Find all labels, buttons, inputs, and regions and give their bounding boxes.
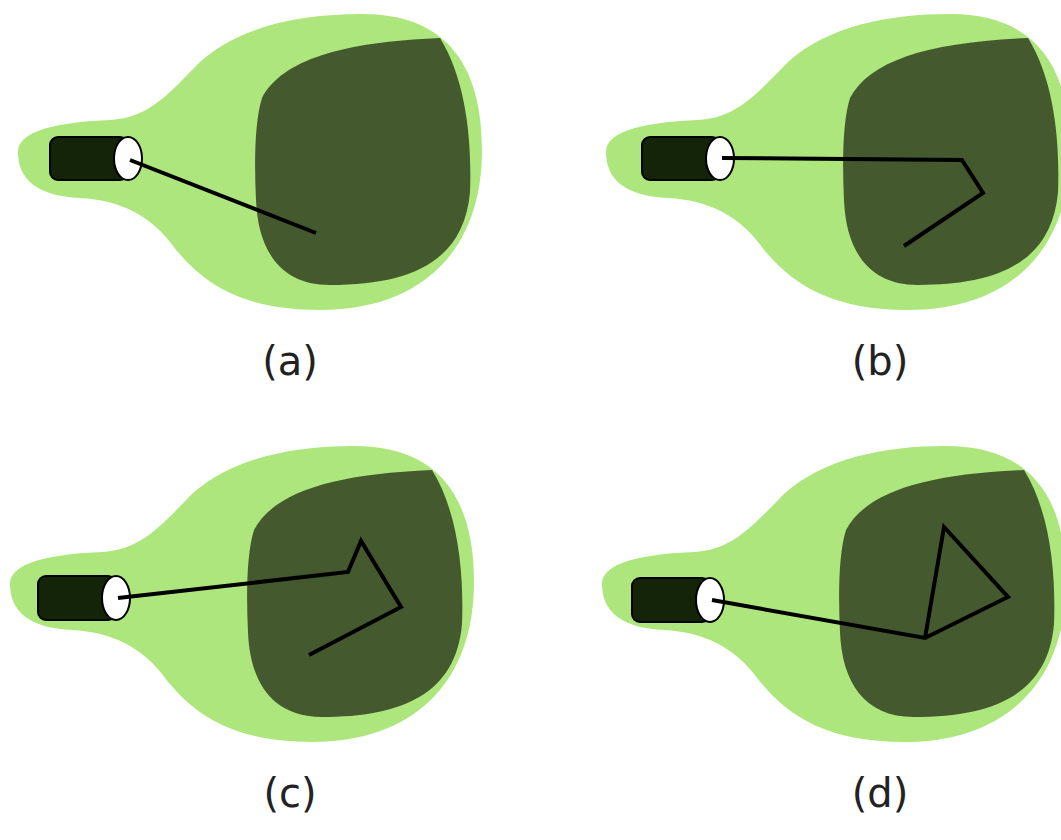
electrode <box>38 137 734 622</box>
cell-b <box>606 14 1061 310</box>
panel-label: (c) <box>263 770 316 816</box>
panel-label: (b) <box>852 338 909 384</box>
cell-c <box>10 446 474 742</box>
cell-a <box>18 14 482 310</box>
panel-label: (a) <box>262 338 318 384</box>
probe-path <box>118 158 1008 655</box>
panel-label: (d) <box>852 770 909 816</box>
cell-d <box>602 446 1061 742</box>
